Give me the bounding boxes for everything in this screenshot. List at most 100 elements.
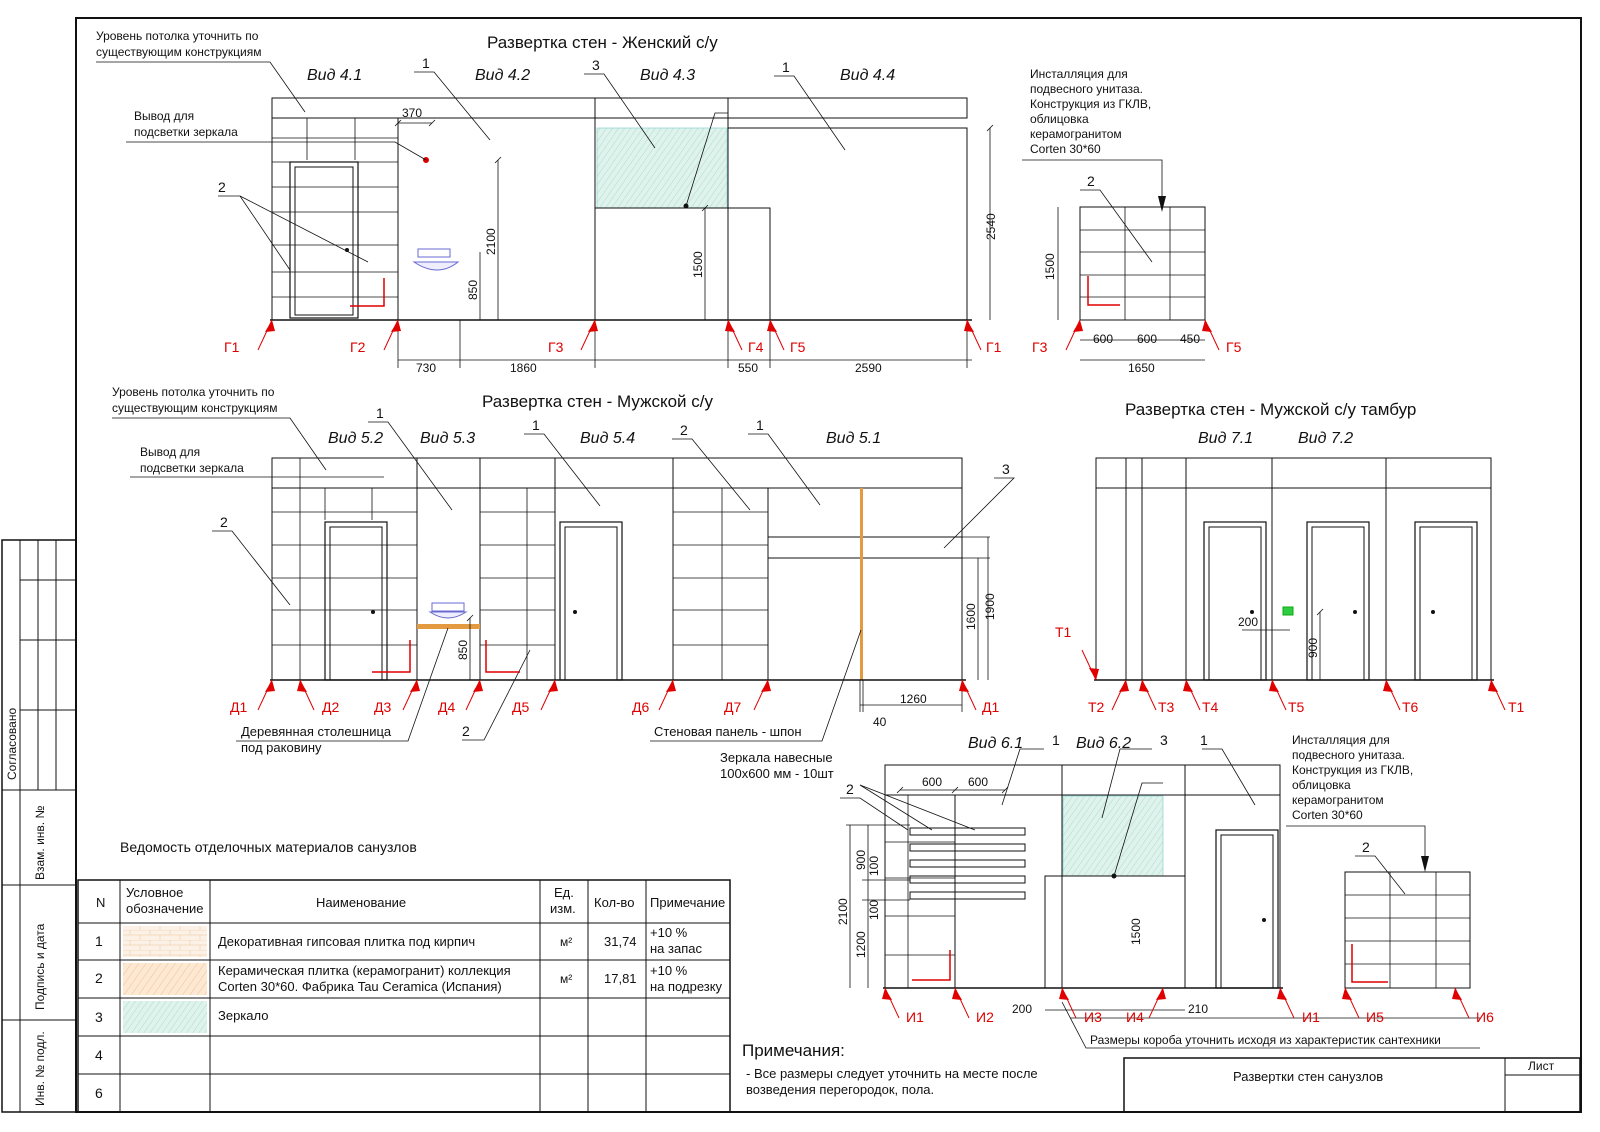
callout-2-install: 2 <box>1087 173 1095 189</box>
install2-note-4: облицовка <box>1292 778 1351 792</box>
callout-3-5-1: 3 <box>1002 461 1010 477</box>
marker-i6: И6 <box>1476 1009 1494 1025</box>
sheet-label: Лист <box>1528 1059 1555 1073</box>
door-7-3 <box>1414 521 1478 681</box>
dim-550: 550 <box>738 361 758 375</box>
callout-2-5-2: 2 <box>220 514 228 530</box>
callout-1-v6b: 1 <box>1200 732 1208 748</box>
marker-t2: Т2 <box>1088 699 1105 715</box>
ceiling-note-male-2: существующим конструкциям <box>112 401 277 415</box>
marker-i5: И5 <box>1366 1009 1384 1025</box>
dim-1500: 1500 <box>691 251 705 278</box>
install2-note-3: Конструкция из ГКЛВ, <box>1292 763 1413 777</box>
dim-730: 730 <box>416 361 436 375</box>
view-5-4-label: Вид 5.4 <box>580 430 635 447</box>
marker-i3: И3 <box>1084 1009 1102 1025</box>
install2-note-6: Corten 30*60 <box>1292 808 1363 822</box>
dim-40: 40 <box>873 715 887 729</box>
col-unit-2: изм. <box>550 901 576 916</box>
door-4-1 <box>289 161 359 319</box>
row-1-note-1: +10 % <box>650 925 688 940</box>
dim-600-a: 600 <box>1093 332 1113 346</box>
callout-2-install2: 2 <box>1362 839 1370 855</box>
title-block-text: Развертки стен санузлов <box>1233 1069 1383 1084</box>
row-3-n: 3 <box>95 1009 103 1025</box>
dim-900-v6: 900 <box>854 850 868 870</box>
view-6-1-label: Вид 6.1 <box>968 735 1023 752</box>
view-6-2-label: Вид 6.2 <box>1076 735 1131 752</box>
male-elevation <box>270 457 966 681</box>
counter-note-1: Деревянная столешница <box>241 724 392 739</box>
row-1-n: 1 <box>95 933 103 949</box>
female-markers <box>257 276 1220 351</box>
schedule-table <box>77 879 731 1113</box>
row-1-unit: м² <box>560 935 572 949</box>
door-5-2 <box>324 521 388 681</box>
vestibule-markers <box>1081 649 1506 711</box>
remarks-title: Примечания: <box>742 1041 845 1060</box>
wood-countertop <box>417 624 480 629</box>
brick-panel-5-1 <box>767 487 963 681</box>
callout-2-male: 2 <box>462 723 470 739</box>
dim-200: 200 <box>1012 1002 1032 1016</box>
dim-2590: 2590 <box>855 361 882 375</box>
remarks-line-2: возведения перегородок, пола. <box>746 1082 934 1097</box>
install2-note-5: керамогранитом <box>1292 793 1384 807</box>
mirror-light-note-1: Вывод для <box>134 109 194 123</box>
col-name: Наименование <box>316 895 406 910</box>
mirror-4-3 <box>596 127 728 209</box>
brick-panel-5-3 <box>416 457 481 681</box>
view-5-2-label: Вид 5.2 <box>328 430 383 447</box>
female-title: Развертка стен - Женский с/у <box>487 33 718 52</box>
dim-100-a: 100 <box>867 856 881 876</box>
col-symbol-2: обозначение <box>126 901 204 916</box>
dim-1650: 1650 <box>1128 361 1155 375</box>
dim-850-male: 850 <box>456 640 470 660</box>
mirror-light-note-male-1: Вывод для <box>140 445 200 459</box>
tile-panel-4-1 <box>271 117 399 321</box>
vestibule-title: Развертка стен - Мужской с/у тамбур <box>1125 400 1416 419</box>
marker-i1: И1 <box>906 1009 924 1025</box>
callout-1-4-4: 1 <box>782 59 790 75</box>
marker-t6: Т6 <box>1402 699 1419 715</box>
mirror-light-note-male-2: подсветки зеркала <box>140 461 244 475</box>
dim-1600: 1600 <box>964 603 978 630</box>
side-stamp: Согласовано Взам. инв. № Подпись и дата … <box>1 539 77 1113</box>
switch-icon <box>1282 606 1294 616</box>
inv-swap-label: Взам. инв. № <box>33 806 47 880</box>
dim-850: 850 <box>466 280 480 300</box>
marker-g1-end: Г1 <box>986 339 1002 355</box>
counter-note-2: под раковину <box>241 740 322 755</box>
install-note-2: подвесного унитаза. <box>1030 82 1143 96</box>
tile-panel-5-2 <box>271 487 418 681</box>
view-5-1-label: Вид 5.1 <box>826 430 881 447</box>
dim-200-vest: 200 <box>1238 615 1258 629</box>
callout-3-v6: 3 <box>1160 732 1168 748</box>
view-7-2-label: Вид 7.2 <box>1298 430 1353 447</box>
marker-i4: И4 <box>1126 1009 1144 1025</box>
dim-2100-v6: 2100 <box>836 898 850 925</box>
row-1-name: Декоративная гипсовая плитка под кирпич <box>218 934 475 949</box>
marker-i1-end: И1 <box>1302 1009 1320 1025</box>
col-n: N <box>96 895 105 910</box>
row-5-n: 6 <box>95 1085 103 1101</box>
install-note-5: керамогранитом <box>1030 127 1122 141</box>
view-6-elevation <box>883 764 1283 989</box>
dim-900-vest: 900 <box>1306 638 1320 658</box>
dim-2100: 2100 <box>484 228 498 255</box>
dim-1900: 1900 <box>983 593 997 620</box>
marker-t3: Т3 <box>1158 699 1175 715</box>
dim-1500-install: 1500 <box>1043 253 1057 280</box>
dim-600-m2: 600 <box>968 775 988 789</box>
tile-panel-5-1a <box>672 487 769 681</box>
hanging-mirrors <box>909 827 1026 900</box>
mirror-5-1 <box>767 536 963 559</box>
install2-note-1: Инсталляция для <box>1292 733 1390 747</box>
box-6-2 <box>1044 875 1186 989</box>
mirrors-note-2: 100x600 мм - 10шт <box>720 766 834 781</box>
install2-note-2: подвесного унитаза. <box>1292 748 1405 762</box>
marker-g5: Г5 <box>790 339 806 355</box>
view-4-3-label: Вид 4.3 <box>640 67 695 84</box>
install-box-male <box>1344 871 1471 989</box>
dim-1500-v6: 1500 <box>1129 918 1143 945</box>
